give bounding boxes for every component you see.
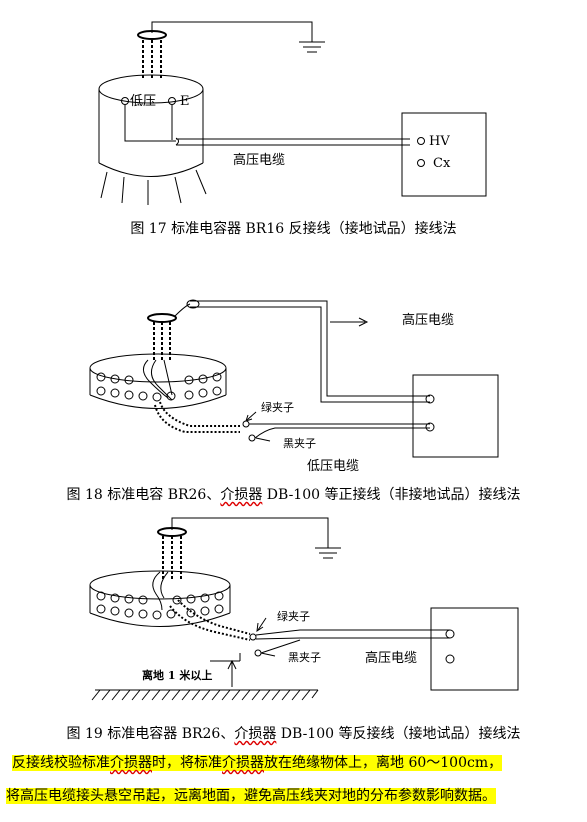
note-text: 放在绝缘物体上，离地 60～100cm， — [264, 755, 503, 771]
caption-suffix: DB-100 等正接线（非接地试品）接线法 — [262, 487, 521, 503]
note-line-2: 将高压电缆接头悬空吊起，远离地面，避免高压线夹对地的分布参数影响数据。 — [6, 785, 496, 805]
caption-prefix: 图 19 标准电容器 BR26、 — [66, 726, 235, 742]
note-text: 将高压电缆接头悬空吊起，远离地面，避免高压线夹对地的分布参数影响数据。 — [6, 788, 496, 804]
note-text: 时，将标准 — [152, 755, 222, 771]
figure-18-diagram — [89, 299, 499, 458]
hv-cable-label: 高压电缆 — [365, 651, 418, 666]
black-clip-label: 黑夹子 — [288, 651, 321, 664]
cx-label: Cx — [433, 156, 451, 171]
hv-label: HV — [429, 134, 450, 149]
low-voltage-label: 低压 — [130, 94, 157, 109]
note-term: 介损器 — [222, 755, 264, 771]
black-clip-label: 黑夹子 — [283, 437, 316, 450]
hv-cable-label: 高压电缆 — [233, 153, 286, 168]
e-terminal-label: E — [180, 94, 190, 109]
note-text: 反接线校验标准 — [12, 755, 110, 771]
figure-18: 高压电缆 绿夹子 黑夹子 低压电缆 图 18 标准电容 BR26、介损器 DB-… — [0, 290, 587, 505]
note-line-1: 反接线校验标准介损器时，将标准介损器放在绝缘物体上，离地 60～100cm， — [12, 752, 503, 772]
caption-term: 介损器 — [234, 726, 277, 742]
figure-17-diagram — [98, 21, 487, 205]
figure-18-caption: 图 18 标准电容 BR26、介损器 DB-100 等正接线（非接地试品）接线法 — [0, 484, 587, 504]
caption-term: 介损器 — [220, 487, 263, 503]
figure-17: 低压 E HV Cx 高压电缆 图 17 标准电容器 BR16 反接线（接地试品… — [0, 0, 587, 245]
green-clip-label: 绿夹子 — [261, 401, 294, 414]
figure-19-caption: 图 19 标准电容器 BR26、介损器 DB-100 等反接线（接地试品）接线法 — [0, 723, 587, 743]
figure-17-caption: 图 17 标准电容器 BR16 反接线（接地试品）接线法 — [130, 221, 457, 237]
figure-19: 绿夹子 黑夹子 高压电缆 离地 1 米以上 图 19 标准电容器 BR26、介损… — [0, 510, 587, 745]
figure-19-diagram — [89, 517, 519, 701]
caption-prefix: 图 18 标准电容 BR26、 — [66, 487, 221, 503]
low-cable-label: 低压电缆 — [307, 459, 360, 474]
height-label: 离地 1 米以上 — [142, 669, 213, 682]
note-term: 介损器 — [110, 755, 152, 771]
green-clip-label: 绿夹子 — [277, 610, 310, 623]
hv-cable-label: 高压电缆 — [402, 313, 455, 328]
caption-suffix: DB-100 等反接线（接地试品）接线法 — [276, 726, 521, 742]
